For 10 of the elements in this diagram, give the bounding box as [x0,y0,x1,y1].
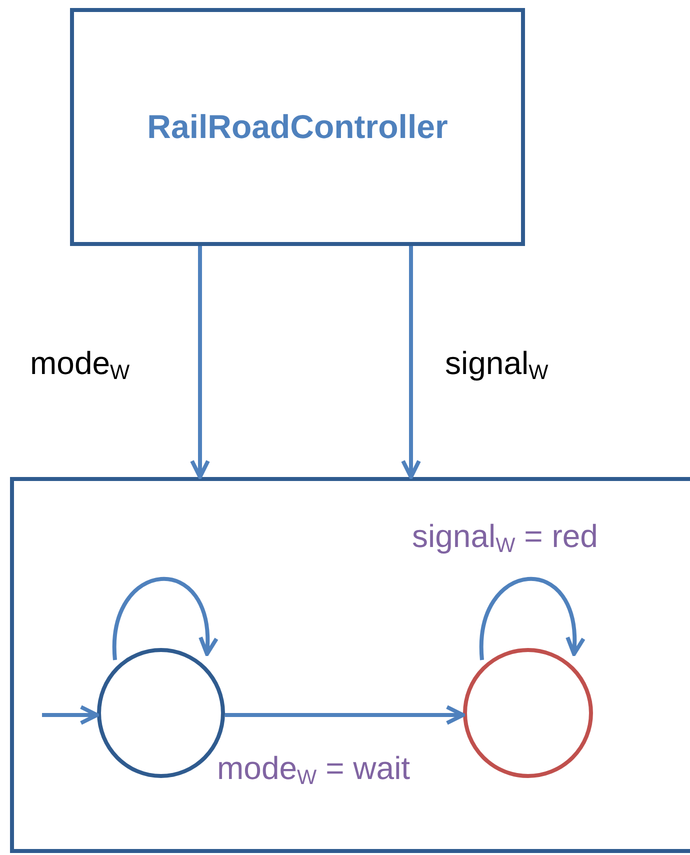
module-box [10,477,690,853]
state-circle [463,648,593,778]
arrow [225,705,465,725]
arrow [42,705,99,725]
arrow [480,577,584,660]
arrow [190,246,210,479]
node-title: RailRoadController [147,108,448,146]
arrow [401,246,421,479]
arrow [112,577,218,660]
controller-box [70,8,525,246]
